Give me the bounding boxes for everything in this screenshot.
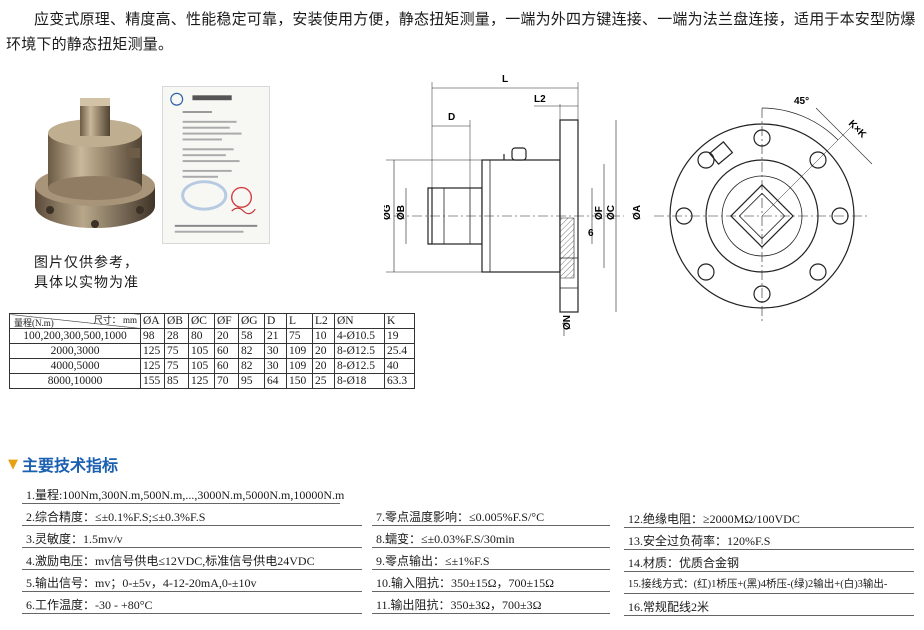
spec-item: 11.输出阻抗：350±3Ω，700±3Ω [376, 598, 542, 612]
dim-angle: 45° [794, 96, 809, 107]
certificate-image [162, 86, 270, 244]
dim-G: ØG [384, 204, 393, 220]
table-corner-header: 尺寸： mm 量程(N.m) [9, 313, 141, 329]
dim-D: D [448, 112, 455, 123]
dim-L2: L2 [534, 94, 546, 105]
dim-B: ØB [396, 205, 407, 220]
image-caption: 图片仅供参考， 具体以实物为准 [34, 255, 139, 291]
col-header: L [286, 313, 313, 329]
size-unit-label: 尺寸： mm [93, 315, 137, 325]
dim-L: L [502, 74, 508, 85]
spec-item: 4.激励电压：mv信号供电≤12VDC,标准信号供电24VDC [26, 554, 315, 568]
section-heading: ▼ 主要技术指标 [8, 456, 119, 475]
side-view [386, 82, 624, 336]
col-header: ØF [214, 313, 239, 329]
col-header: ØA [140, 313, 165, 329]
spec-item: 3.灵敏度：1.5mv/v [26, 532, 123, 546]
front-view [654, 107, 873, 324]
table-header-row: 尺寸： mm 量程(N.m) ØA ØB ØC ØF ØG D L L2 ØN … [9, 313, 415, 329]
spec-item: 10.输入阻抗：350±15Ω，700±15Ω [376, 576, 555, 590]
dim-K: K×K [846, 118, 869, 141]
spec-item: 9.零点输出：≤±1%F.S [376, 554, 490, 568]
spec-item: 8.蠕变：≤±0.03%F.S/30min [376, 532, 515, 546]
sensor-photo [35, 98, 155, 228]
spec-item: 16.常规配线2米 [628, 600, 710, 614]
spec-item: 7.零点温度影响：≤0.005%F.S/°C [376, 510, 545, 524]
triangle-bullet-icon: ▼ [8, 456, 18, 472]
dim-six: 6 [588, 228, 594, 239]
intro-paragraph: 应变式原理、精度高、性能稳定可靠，安装使用方便，静态扭矩测量，一端为外四方键连接… [6, 10, 916, 53]
col-header: ØC [188, 313, 215, 329]
spec-item: 6.工作温度：-30 - +80°C [26, 598, 153, 612]
col-header: L2 [312, 313, 335, 329]
col-header: D [264, 313, 287, 329]
spec-item: 15.接线方式：(红)1桥压+(黑)4桥压-(绿)2输出+(白)3输出- [628, 579, 888, 590]
dim-N: ØN [562, 315, 573, 330]
range-label: 量程(N.m) [14, 318, 54, 328]
col-header: ØB [164, 313, 189, 329]
technical-drawing: L L2 D ØG ØB ØF ØC ØA 6 ØN 45° K×K [384, 74, 873, 336]
dim-A: ØA [632, 205, 643, 220]
col-header: ØG [238, 313, 265, 329]
spec-item: 2.综合精度：≤±0.1%F.S;≤±0.3%F.S [26, 510, 206, 524]
dim-F: ØF [594, 206, 605, 220]
col-header: ØN [334, 313, 385, 329]
spec-item: 13.安全过负荷率：120%F.S [628, 534, 771, 548]
spec-item: 14.材质：优质合金钢 [628, 556, 740, 570]
spec-item: 12.绝缘电阻：≥2000MΩ/100VDC [628, 512, 800, 526]
dimension-table: 尺寸： mm 量程(N.m) ØA ØB ØC ØF ØG D L L2 ØN … [9, 313, 415, 389]
spec-item: 5.输出信号：mv；0-±5v，4-12-20mA,0-±10v [26, 576, 257, 590]
spec-item: 1.量程:100Nm,300N.m,500N.m,...,3000N.m,500… [26, 488, 345, 502]
dim-C: ØC [606, 205, 617, 220]
